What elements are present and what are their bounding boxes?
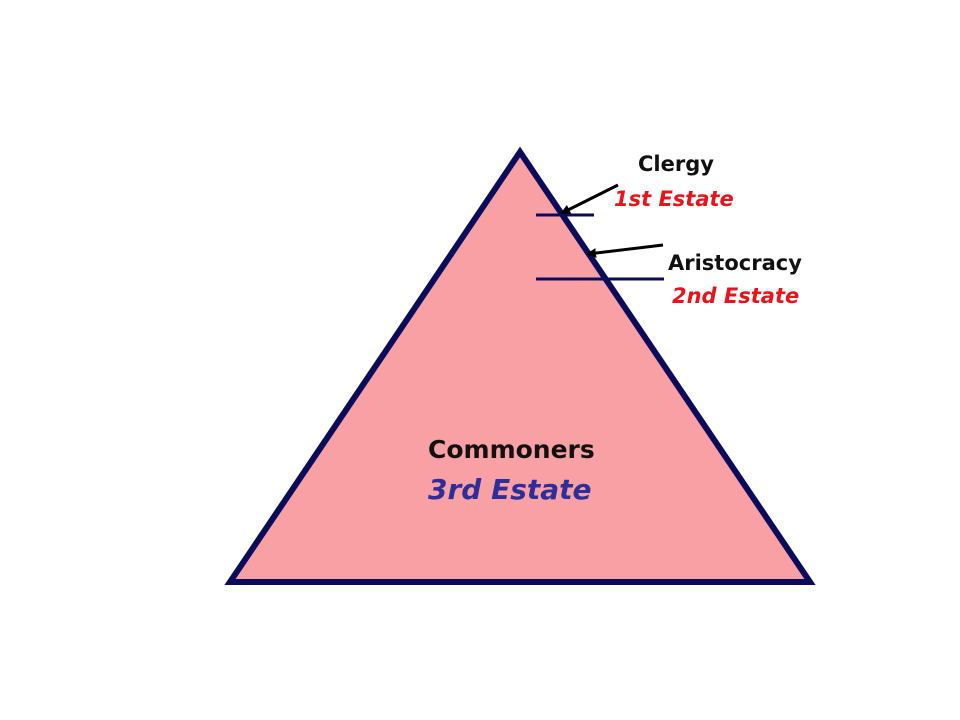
aristocracy-arrow — [586, 243, 664, 259]
third-estate-label: 3rd Estate — [428, 473, 592, 506]
clergy-label: Clergy — [638, 152, 714, 176]
aristocracy-label: Aristocracy — [668, 251, 802, 275]
clergy-arrow — [560, 183, 619, 215]
second-estate-label: 2nd Estate — [672, 284, 799, 308]
first-estate-label: 1st Estate — [614, 187, 734, 211]
commoners-label: Commoners — [428, 435, 595, 464]
pyramid-triangle — [224, 146, 816, 585]
